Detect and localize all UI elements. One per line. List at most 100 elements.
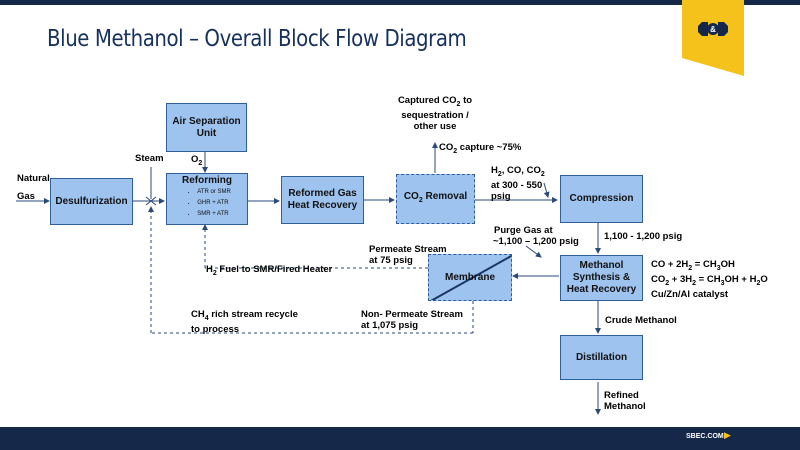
captured-co2-line1: Captured CO2 to <box>393 95 477 110</box>
o2-label: O2 <box>191 154 202 169</box>
compression-block: Compression <box>560 175 643 223</box>
h2-co-co2-line3: psig <box>491 190 511 202</box>
captured-co2-line3: other use <box>413 120 457 132</box>
r1-a: CO + 2H <box>651 259 689 270</box>
svg-text:&: & <box>710 25 716 34</box>
ch4-recycle-label: CH4 rich stream recycle to process <box>191 309 298 335</box>
co2-capture-text: CO <box>439 142 454 153</box>
ch4-recycle-suffix: rich stream recycle <box>208 309 298 320</box>
natural-gas-line2: Gas <box>17 191 35 202</box>
co2-capture-label: CO2 capture ~75% <box>439 142 521 157</box>
o2-main: O <box>191 154 199 165</box>
r2-b: + 3H <box>669 273 693 285</box>
h2-fuel-suffix: Fuel to SMR/Fired Heater <box>216 264 333 275</box>
methanol-synthesis-block: Methanol Synthesis & Heat Recovery <box>560 255 643 301</box>
r2-c: = CH <box>696 273 721 285</box>
top-accent-bar <box>0 0 800 5</box>
reforming-option: GHR + ATR <box>197 198 231 209</box>
h2-co-co2-line1: H2, CO, CO2 <box>491 165 545 180</box>
arrow-right-icon: ▶ <box>724 430 731 440</box>
captured-co2-line2: sequestration / <box>401 109 469 121</box>
desulfurization-label: Desulfurization <box>55 195 128 207</box>
r2-a: CO <box>651 273 666 285</box>
membrane-block: Membrane <box>428 254 512 301</box>
ch4-recycle-line1: CH4 rich stream recycle <box>191 309 298 324</box>
captured-co2-suffix: to <box>460 95 473 106</box>
non-permeate-line2: at 1,075 psig <box>361 320 419 331</box>
refined-line2: Methanol <box>604 401 646 412</box>
methanol-synthesis-label: Methanol Synthesis & Heat Recovery <box>566 260 637 295</box>
reaction-equations: CO + 2H2 = CH3OH CO2 + 3H2 = CH3OH + H2O… <box>651 259 768 300</box>
r1-s2: 3 <box>716 264 721 272</box>
co2-removal-sub: 2 <box>418 197 423 204</box>
reforming-label: Reforming <box>182 175 232 186</box>
refined-line1: Refined <box>604 390 639 401</box>
reforming-block: Reforming ATR or SMR GHR + ATR SMR + ATR <box>166 173 248 225</box>
purge-gas-line1: Purge Gas at <box>494 225 553 236</box>
co2-removal-suffix: Removal <box>422 191 468 202</box>
distillation-block: Distillation <box>560 335 643 380</box>
non-permeate-label: Non- Permeate Stream at 1,075 psig <box>361 309 463 331</box>
company-logo: & <box>682 0 744 76</box>
r1-s1: 2 <box>688 264 693 272</box>
footer-website-link[interactable]: SBEC.COM <box>686 433 724 440</box>
reforming-option: ATR or SMR <box>197 187 231 198</box>
co2-removal-label: CO2 Removal <box>404 191 467 207</box>
co2-removal-block: CO2 Removal <box>396 174 475 224</box>
purge-gas-line2: ~1,100 – 1,200 psig <box>493 236 579 247</box>
co2-capture-suffix: capture ~75% <box>457 142 522 153</box>
permeate-stream-label: Permeate Stream at 75 psig <box>369 244 447 266</box>
o2-sub: 2 <box>198 159 203 167</box>
air-separation-label: Air Separation Unit <box>172 115 241 139</box>
h2-fuel-sub: 2 <box>212 269 217 277</box>
air-separation-block: Air Separation Unit <box>166 103 247 152</box>
reaction-2: CO2 + 3H2 = CH3OH + H2O <box>651 274 768 289</box>
r2-s1: 2 <box>665 279 670 287</box>
ch4-text: CH <box>191 309 205 320</box>
pressure-label: 1,100 - 1,200 psig <box>604 231 683 242</box>
r2-s2: 2 <box>692 279 697 287</box>
co-co2-text: , CO, CO <box>501 165 541 176</box>
desulfurization-block: Desulfurization <box>50 178 133 225</box>
r2-s4: 2 <box>756 279 761 287</box>
r2-d: OH + H <box>724 273 757 285</box>
captured-co2-text: Captured CO <box>397 95 457 106</box>
h2-fuel-text: H <box>206 264 213 275</box>
refined-methanol-label: Refined Methanol <box>604 390 646 412</box>
natural-gas-label: Natural Gas <box>17 173 50 202</box>
h2-sub: 2 <box>497 170 502 178</box>
purge-gas-label: Purge Gas at ~1,100 – 1,200 psig <box>493 225 579 247</box>
catalyst-label: Cu/Zn/Al catalyst <box>651 288 729 300</box>
reforming-option: SMR + ATR <box>197 209 231 220</box>
steam-label: Steam <box>135 153 164 164</box>
slide-title: Blue Methanol – Overall Block Flow Diagr… <box>47 26 467 52</box>
reaction-1: CO + 2H2 = CH3OH <box>651 259 768 274</box>
h2-co-co2-label: H2, CO, CO2 at 300 - 550 psig <box>491 165 545 202</box>
ch4-recycle-line2: to process <box>191 323 240 335</box>
distillation-label: Distillation <box>575 351 628 363</box>
co2-removal-prefix: CO <box>403 191 419 202</box>
ch4-sub: 4 <box>204 314 209 322</box>
co2-capture-sub: 2 <box>453 147 458 155</box>
reformed-gas-label: Reformed Gas Heat Recovery <box>287 188 358 211</box>
membrane-label: Membrane <box>444 271 495 283</box>
h2-co-co2-line2: at 300 - 550 <box>491 179 543 191</box>
non-permeate-line1: Non- Permeate Stream <box>361 309 463 320</box>
compression-label: Compression <box>569 193 634 204</box>
r2-s3: 3 <box>720 279 725 287</box>
reformed-gas-heat-recovery-block: Reformed Gas Heat Recovery <box>281 176 364 224</box>
r1-c: OH <box>720 259 735 270</box>
crude-methanol-label: Crude Methanol <box>605 315 677 326</box>
permeate-line1: Permeate Stream <box>369 244 447 255</box>
captured-co2-label: Captured CO2 to sequestration / other us… <box>393 95 477 132</box>
captured-co2-sub: 2 <box>456 100 461 108</box>
co2-sub: 2 <box>540 170 545 178</box>
r1-b: = CH <box>692 259 717 270</box>
footer-bar <box>0 427 800 450</box>
reforming-options: ATR or SMR GHR + ATR SMR + ATR <box>183 187 231 220</box>
natural-gas-line1: Natural <box>17 173 50 184</box>
r2-e: O <box>760 273 768 285</box>
h2-text: H <box>491 165 498 176</box>
membrane-diagonal <box>430 255 511 300</box>
